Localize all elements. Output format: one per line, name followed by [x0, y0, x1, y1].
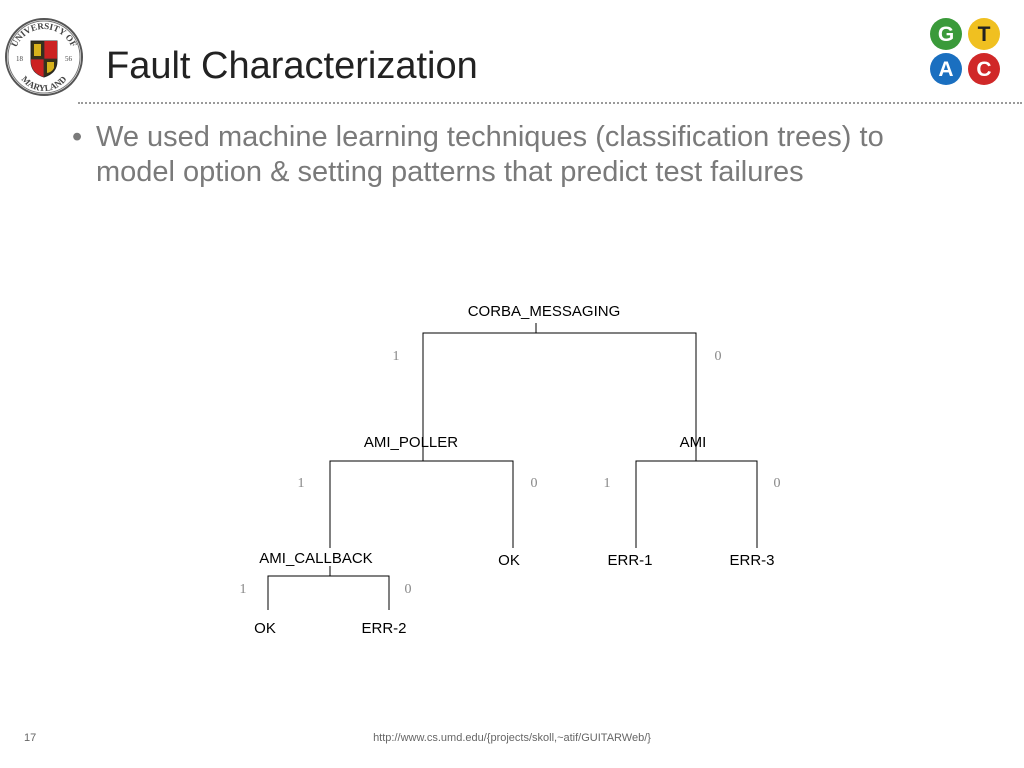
edge-label-root-0: 0 — [715, 349, 722, 364]
svg-text:G: G — [938, 23, 954, 46]
bullet-text: We used machine learning techniques (cla… — [96, 121, 884, 188]
footer-url: http://www.cs.umd.edu/{projects/skoll,~a… — [373, 732, 651, 744]
gtac-c-circle: C — [968, 53, 1000, 85]
svg-text:A: A — [938, 58, 953, 81]
gtac-t-circle: T — [968, 18, 1000, 50]
tree-edges — [267, 323, 758, 610]
title-divider — [78, 102, 1022, 104]
slide-number: 17 — [24, 732, 37, 744]
university-seal-logo: UNIVERSITY OF MARYLAND 18 56 — [5, 18, 83, 96]
edge-label-ami-0: 0 — [774, 476, 781, 491]
maryland-shield-icon — [30, 40, 58, 78]
svg-text:T: T — [978, 23, 991, 46]
leaf-err-3: ERR-3 — [729, 552, 774, 569]
edge-label-ami-1: 1 — [604, 476, 611, 491]
svg-text:18: 18 — [16, 55, 24, 63]
edge-label-callback-0: 0 — [405, 582, 412, 597]
leaf-ok-poller: OK — [498, 552, 520, 569]
node-ami-poller: AMI_POLLER — [364, 434, 458, 451]
gtac-logo: G T A C — [930, 18, 1000, 85]
node-corba-messaging: CORBA_MESSAGING — [468, 303, 621, 320]
leaf-err-1: ERR-1 — [607, 552, 652, 569]
edge-label-root-1: 1 — [393, 349, 400, 364]
gtac-a-circle: A — [930, 53, 962, 85]
svg-text:56: 56 — [65, 55, 73, 63]
leaf-err-2: ERR-2 — [361, 620, 406, 637]
edge-callback-bracket — [267, 575, 390, 610]
node-ami-callback: AMI_CALLBACK — [259, 550, 372, 567]
edge-label-poller-1: 1 — [298, 476, 305, 491]
leaf-ok-callback: OK — [254, 620, 276, 637]
gtac-g-circle: G — [930, 18, 962, 50]
svg-text:C: C — [976, 58, 991, 81]
edge-root-bracket — [422, 332, 697, 455]
edge-label-poller-0: 0 — [531, 476, 538, 491]
slide-title: Fault Characterization — [106, 45, 478, 87]
bullet-dot-icon: • — [72, 121, 83, 153]
node-ami: AMI — [680, 434, 707, 451]
edge-ami-bracket — [635, 460, 758, 548]
edge-label-callback-1: 1 — [240, 582, 247, 597]
edge-poller-bracket — [329, 460, 514, 548]
